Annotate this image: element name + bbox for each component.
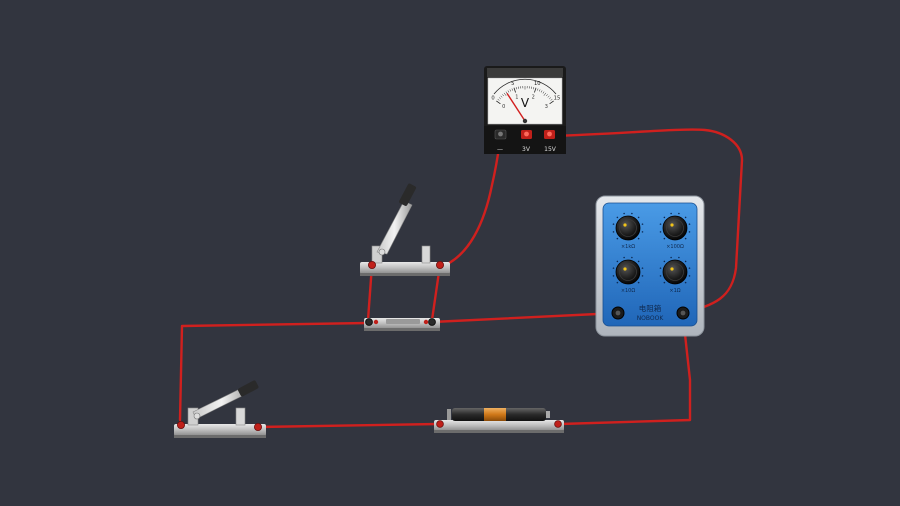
voltmeter-label-neg: — [497,146,503,153]
resistance-box[interactable]: ×1kΩ ×100Ω ×10Ω ×1Ω 电阻箱 NOBOOK [595,195,705,337]
voltmeter-scale-bottom-label: 3 [545,104,548,110]
rail-terminal-right[interactable] [428,318,436,326]
battery-positive-cap [546,411,550,418]
switch-upper-terminal-right[interactable] [435,260,444,269]
resbox-terminal-right[interactable] [676,306,690,320]
rail-terminal-left[interactable] [365,318,373,326]
wire-left-switch-to-battery[interactable] [256,422,440,429]
switch-lower-handle[interactable] [237,380,259,397]
voltmeter-tick [543,92,547,96]
voltmeter-tick [547,95,550,98]
voltmeter-tick [549,97,552,100]
voltmeter-label-15v: 15V [544,146,557,153]
voltmeter-tick [507,90,510,93]
battery-terminal-neg[interactable] [436,420,444,428]
voltmeter-label-3v: 3V [522,146,531,153]
voltmeter-tick [533,87,535,90]
voltmeter-unit-symbol: V [521,96,530,110]
resbox-brand: NOBOOK [637,315,665,322]
voltmeter-scale-arc [493,78,557,95]
voltmeter-tick [546,94,548,97]
voltmeter-scale-bottom: 0 1 2 3 [502,94,548,110]
resbox-knob-label: ×1Ω [669,288,680,294]
voltmeter-tick [500,95,503,98]
wire-rail-to-resbox-left[interactable] [430,311,620,324]
resbox-title: 电阻箱 [639,303,662,313]
resbox-knob-label: ×10Ω [621,288,636,294]
switch-upper-blade[interactable] [376,200,413,255]
connector-rail[interactable] [364,318,440,331]
voltmeter[interactable]: 0 5 10 15 0 1 2 3 V — 3V 15V [484,66,566,154]
wire-voltmeter-15v-to-resbox-right[interactable] [550,128,744,315]
voltmeter-scale-bottom-label: 0 [502,104,505,110]
resbox-knob-label: ×1kΩ [621,244,635,250]
voltmeter-needle [506,92,526,122]
switch-lower-clip [235,407,246,426]
voltmeter-scale-bottom-label: 2 [532,94,535,100]
switch-upper-base [360,262,450,274]
voltmeter-tick [537,88,539,91]
voltmeter-tick [550,98,553,101]
voltmeter-tick [509,89,512,92]
voltmeter-scale-top: 0 5 10 15 [491,81,560,102]
voltmeter-tick [513,87,516,93]
voltmeter-tick [515,87,517,90]
resbox-knob[interactable]: ×100Ω [659,212,691,250]
voltmeter-top-bezel [487,68,563,77]
wire-rail-to-left-switch[interactable] [178,321,370,422]
voltmeter-scale-top-label: 5 [511,81,514,87]
voltmeter-tick [540,90,543,93]
voltmeter-tick [498,97,501,100]
resbox-knob-label: ×100Ω [666,244,684,250]
resbox-terminal-left[interactable] [611,306,625,320]
wire-switch-top-to-voltmeter-neg[interactable] [436,139,502,270]
switch-lower-terminal-right[interactable] [253,422,262,431]
voltmeter-scale-top-label: 15 [554,96,561,102]
voltmeter-scale-top-label: 0 [491,96,494,102]
voltmeter-tick [511,88,513,91]
resbox-knob[interactable]: ×1Ω [659,256,691,294]
voltmeter-tick [503,92,507,96]
voltmeter-tick [497,98,500,101]
wires [178,128,744,429]
voltmeter-scale-top-label: 10 [534,81,541,87]
battery-terminal-pos[interactable] [554,420,562,428]
voltmeter-tick [542,91,545,94]
battery-base [434,420,564,431]
voltmeter-ticks [496,86,554,105]
knife-switch-lower[interactable] [174,380,266,438]
voltmeter-terminal-3v[interactable] [521,130,532,139]
voltmeter-tick [505,91,508,94]
voltmeter-pivot [522,118,528,124]
voltmeter-tick [502,94,504,97]
switch-upper-terminal-left[interactable] [367,260,376,269]
resbox-knob[interactable]: ×1kΩ [612,212,644,250]
switch-lower-terminal-left[interactable] [176,420,185,429]
knife-switch-upper[interactable] [360,183,450,276]
voltmeter-terminal-neg[interactable] [494,129,507,140]
voltmeter-scale-bottom-label: 1 [515,94,518,100]
switch-upper-clip [421,245,431,264]
voltmeter-tick [534,87,537,93]
voltmeter-tick [538,89,541,92]
battery-label-band [484,408,506,421]
voltmeter-dial-face [487,77,563,125]
switch-upper-handle[interactable] [398,183,416,207]
switch-lower-base [174,424,266,436]
voltmeter-terminal-15v[interactable] [544,130,555,139]
resbox-knob[interactable]: ×10Ω [612,256,644,294]
wire-battery-to-resbox[interactable] [558,314,692,426]
voltmeter-tick [549,100,554,105]
voltmeter-tick [496,100,501,105]
resbox-knobs: ×1kΩ ×100Ω ×10Ω ×1Ω [612,212,691,294]
battery-holder[interactable] [434,408,564,433]
